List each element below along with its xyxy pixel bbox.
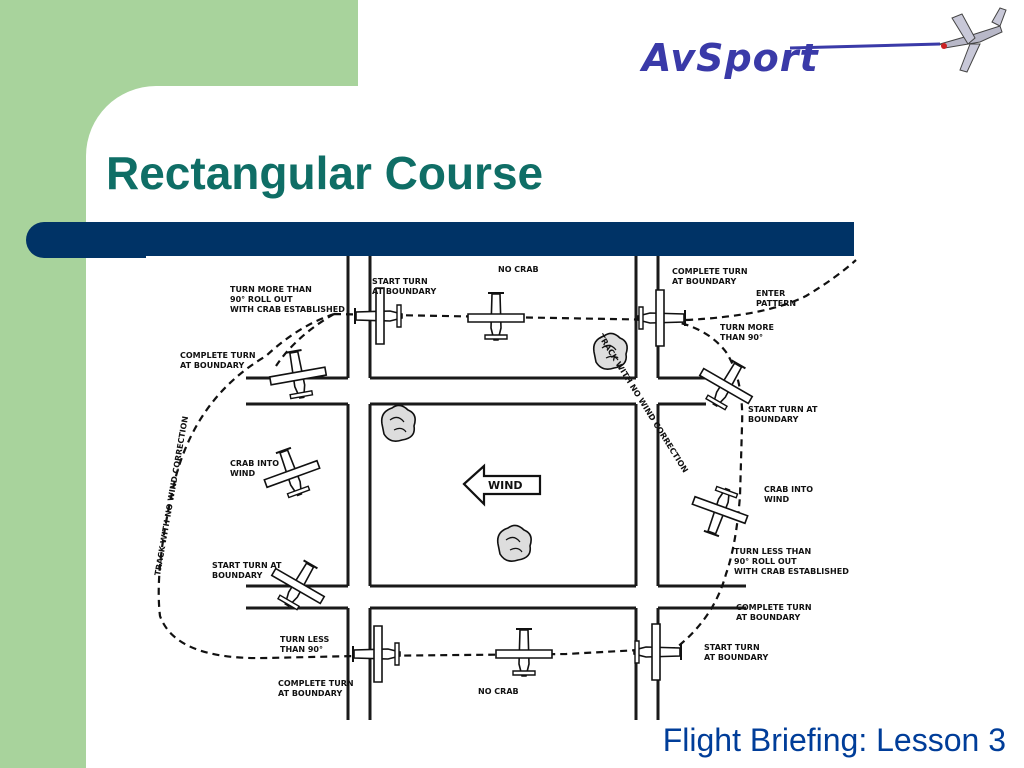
avsport-logo: AvSport <box>640 4 1012 84</box>
slide-title: Rectangular Course <box>106 147 544 199</box>
lesson-footer: Flight Briefing: Lesson 3 <box>662 722 1006 758</box>
trees <box>380 332 628 562</box>
svg-text:TRACK WITH NO WIND CORRECTION: TRACK WITH NO WIND CORRECTION <box>153 415 190 576</box>
field-boundary-roads <box>246 256 746 720</box>
wind-label: WIND <box>488 479 523 492</box>
header-background <box>358 0 1024 86</box>
title-underline-bar <box>26 222 854 258</box>
logo-wordmark: AvSport <box>642 36 819 80</box>
wind-arrow-icon: WIND <box>462 463 542 507</box>
svg-text:NO CRAB: NO CRAB <box>478 687 519 696</box>
ground-track <box>157 259 857 660</box>
svg-text:NO CRAB: NO CRAB <box>498 265 539 274</box>
logo-airplane-icon <box>789 7 1007 73</box>
